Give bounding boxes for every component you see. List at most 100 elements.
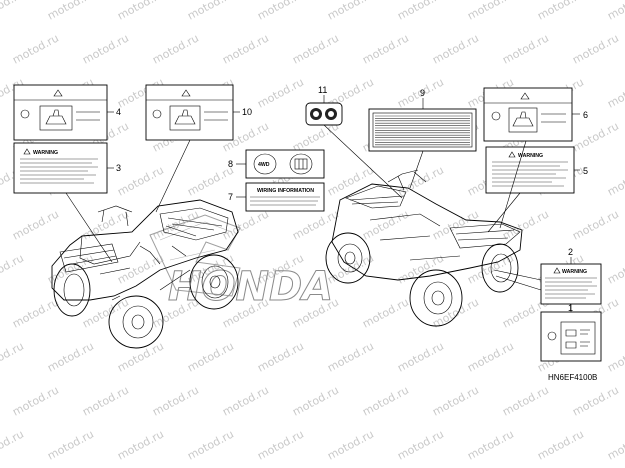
label-8-4wd: 4WD (258, 162, 270, 168)
label-1 (540, 311, 602, 362)
atv-right-view (325, 169, 523, 327)
watermark-text: motod.ru (255, 75, 306, 110)
watermark-text: motod.ru (430, 383, 481, 418)
warning-triangle-icon (181, 89, 191, 97)
watermark-text: motod.ru (430, 31, 481, 66)
atv-right-handlebar (387, 169, 427, 191)
atv-right-rear-rack (449, 223, 521, 249)
watermark-text: motod.ru (325, 0, 376, 23)
diagram-code: HN6EF4100B (548, 373, 597, 382)
atv-left-front-rack (59, 243, 119, 273)
label-4 (13, 84, 108, 141)
callout-3: 3 (116, 163, 121, 173)
atv-left-body (51, 199, 239, 301)
watermark-text: motod.ru (10, 295, 61, 330)
watermark-text: motod.ru (465, 339, 516, 374)
watermark-text: motod.ru (430, 295, 481, 330)
watermark-text: motod.ru (395, 251, 446, 286)
watermark-text: motod.ru (10, 207, 61, 242)
label-6 (483, 87, 573, 142)
watermark-text: motod.ru (605, 427, 625, 462)
callout-2: 2 (568, 247, 573, 257)
label-8: 4WD (245, 149, 325, 179)
label-2-warning: WARNING (562, 269, 587, 275)
watermark-text: motod.ru (465, 427, 516, 462)
watermark-text: motod.ru (80, 31, 131, 66)
watermark-text: motod.ru (220, 207, 271, 242)
watermark-text: motod.ru (45, 339, 96, 374)
watermark-text: motod.ru (150, 383, 201, 418)
watermark-text: motod.ru (115, 427, 166, 462)
watermark-text: motod.ru (0, 0, 26, 23)
callout-11: 11 (318, 85, 327, 95)
watermark-text: motod.ru (115, 0, 166, 23)
watermark-text: motod.ru (220, 31, 271, 66)
watermark-text: motod.ru (570, 31, 621, 66)
watermark-text: motod.ru (500, 31, 551, 66)
watermark-text: motod.ru (255, 427, 306, 462)
atv-right-rear-wheel (409, 269, 463, 327)
watermark-text: motod.ru (395, 163, 446, 198)
watermark-text: motod.ru (360, 295, 411, 330)
watermark-text: motod.ru (570, 207, 621, 242)
watermark-text: motod.ru (0, 339, 26, 374)
label-5: WARNING (485, 146, 575, 194)
watermark-text: motod.ru (115, 163, 166, 198)
label-3-warning: WARNING (33, 150, 58, 156)
warning-triangle-icon (53, 89, 63, 97)
watermark-text: motod.ru (395, 427, 446, 462)
callout-7: 7 (228, 192, 233, 202)
atv-left-rear-wheel (189, 254, 239, 310)
watermark-text: motod.ru (325, 339, 376, 374)
watermark-text: motod.ru (605, 251, 625, 286)
label-7: WIRING INFORMATION (245, 182, 325, 212)
label-10 (145, 84, 234, 141)
label-11 (305, 102, 343, 126)
watermark-text: motod.ru (395, 339, 446, 374)
watermark-text: motod.ru (465, 0, 516, 23)
callout-10: 10 (242, 107, 252, 117)
label-7-title: WIRING INFORMATION (257, 188, 314, 194)
callout-8: 8 (228, 159, 233, 169)
watermark-text: motod.ru (395, 0, 446, 23)
watermark-text: motod.ru (185, 427, 236, 462)
watermark-text: motod.ru (605, 75, 625, 110)
watermark-text: motod.ru (0, 251, 26, 286)
watermark-text: motod.ru (45, 427, 96, 462)
watermark-text: motod.ru (255, 339, 306, 374)
watermark-text: motod.ru (10, 383, 61, 418)
watermark-text: motod.ru (290, 383, 341, 418)
watermark-text: motod.ru (45, 0, 96, 23)
logo-wordmark: HONDA (168, 264, 333, 310)
watermark-text: motod.ru (360, 383, 411, 418)
label-9 (368, 108, 477, 152)
watermark-text: motod.ru (535, 0, 586, 23)
warning-triangle-icon (520, 92, 530, 100)
callout-9: 9 (420, 88, 425, 98)
watermark-text: motod.ru (325, 427, 376, 462)
callout-5: 5 (583, 166, 588, 176)
watermark-text: motod.ru (255, 0, 306, 23)
watermark-text: motod.ru (185, 339, 236, 374)
atv-left-front-wheel (108, 295, 164, 349)
atv-left-handlebar (97, 205, 133, 227)
watermark-text: motod.ru (220, 383, 271, 418)
watermark-text: motod.ru (325, 163, 376, 198)
watermark-text: motod.ru (290, 31, 341, 66)
callout-4: 4 (116, 107, 121, 117)
leader-lines (65, 95, 580, 312)
watermark-text: motod.ru (115, 251, 166, 286)
watermark-text: motod.ru (535, 427, 586, 462)
watermark-text: motod.ru (185, 0, 236, 23)
watermark-text: motod.ru (10, 31, 61, 66)
honda-logo: HONDA (149, 214, 334, 311)
watermark-text: motod.ru (605, 163, 625, 198)
watermark-text: motod.ru (0, 427, 26, 462)
watermark-text: motod.ru (605, 0, 625, 23)
watermark-text: motod.ru (570, 383, 621, 418)
watermark-text: motod.ru (80, 207, 131, 242)
label-2: WARNING (540, 263, 602, 305)
atv-right-rear-wheel-far (481, 243, 519, 293)
